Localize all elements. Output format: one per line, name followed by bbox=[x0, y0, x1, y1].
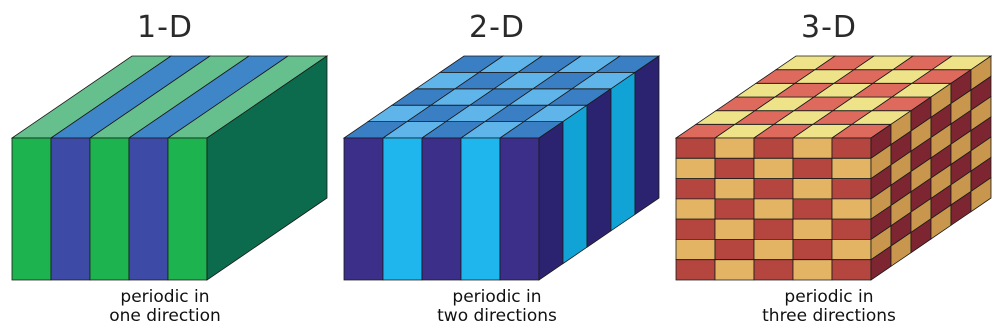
front-stripe bbox=[11, 137, 52, 281]
cube-1d-illustration bbox=[10, 55, 329, 281]
front-cell bbox=[714, 178, 755, 200]
front-cell bbox=[792, 259, 833, 281]
front-cell bbox=[675, 238, 716, 261]
front-cell bbox=[753, 218, 794, 240]
panel-title: 1-D bbox=[136, 10, 193, 45]
front-cell bbox=[753, 238, 794, 261]
front-cell bbox=[714, 157, 755, 180]
front-cell bbox=[753, 157, 794, 180]
front-cell bbox=[792, 218, 833, 240]
panel-2d: 2-D periodic in two directions bbox=[332, 0, 662, 336]
panel-caption: periodic in three directions bbox=[664, 288, 994, 326]
side-stripe bbox=[586, 88, 612, 248]
front-cell bbox=[714, 198, 755, 220]
panel-caption: periodic in two directions bbox=[332, 288, 662, 326]
front-cell bbox=[714, 238, 755, 261]
front-cell bbox=[675, 157, 716, 180]
panel-1d: 1-D periodic in one direction bbox=[0, 0, 330, 336]
panel-caption: periodic in one direction bbox=[0, 288, 330, 326]
panel-title: 2-D bbox=[468, 10, 525, 45]
front-stripe bbox=[460, 137, 501, 281]
front-cell bbox=[831, 198, 872, 220]
front-cell bbox=[831, 238, 872, 261]
side-stripe bbox=[538, 120, 564, 281]
front-cell bbox=[831, 157, 872, 180]
front-stripe bbox=[382, 137, 423, 281]
front-cell bbox=[675, 218, 716, 240]
cube-2d-illustration bbox=[342, 55, 661, 281]
front-cell bbox=[792, 238, 833, 261]
side-cell bbox=[970, 176, 992, 213]
front-stripe bbox=[50, 137, 91, 281]
cube-3d-illustration bbox=[674, 55, 993, 281]
caption-line-1: periodic in bbox=[784, 287, 874, 307]
front-stripe bbox=[167, 137, 208, 281]
front-cell bbox=[714, 218, 755, 240]
front-cell bbox=[675, 178, 716, 200]
front-stripe bbox=[499, 137, 540, 281]
front-cell bbox=[753, 259, 794, 281]
front-stripe bbox=[343, 137, 384, 281]
front-cell bbox=[831, 178, 872, 200]
front-cell bbox=[792, 157, 833, 180]
panel-3d: 3-D periodic in three directions bbox=[664, 0, 994, 336]
front-cell bbox=[675, 137, 716, 159]
front-cell bbox=[753, 137, 794, 159]
caption-line-2: two directions bbox=[437, 306, 557, 326]
front-stripe bbox=[89, 137, 130, 281]
side-face bbox=[206, 55, 328, 281]
front-cell bbox=[753, 178, 794, 200]
front-cell bbox=[714, 259, 755, 281]
side-stripe bbox=[562, 104, 588, 265]
side-stripe bbox=[634, 55, 660, 216]
front-cell bbox=[792, 137, 833, 159]
panel-title: 3-D bbox=[800, 10, 857, 45]
caption-line-1: periodic in bbox=[452, 287, 542, 307]
front-cell bbox=[753, 198, 794, 220]
front-cell bbox=[831, 259, 872, 281]
front-stripe bbox=[128, 137, 169, 281]
front-cell bbox=[792, 178, 833, 200]
front-cell bbox=[792, 198, 833, 220]
front-cell bbox=[831, 137, 872, 159]
caption-line-2: one direction bbox=[109, 306, 221, 326]
front-cell bbox=[714, 137, 755, 159]
front-cell bbox=[675, 198, 716, 220]
front-cell bbox=[831, 218, 872, 240]
front-cell bbox=[675, 259, 716, 281]
side-stripe bbox=[610, 71, 636, 232]
front-stripe bbox=[421, 137, 462, 281]
caption-line-2: three directions bbox=[762, 306, 896, 326]
caption-line-1: periodic in bbox=[120, 287, 210, 307]
